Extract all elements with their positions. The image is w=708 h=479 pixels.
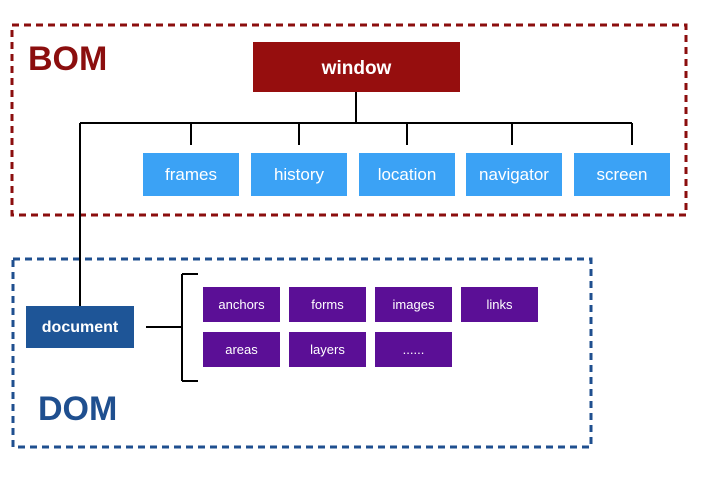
- more-box: [375, 332, 452, 367]
- forms-label: forms: [311, 297, 344, 312]
- history-box: [251, 153, 347, 196]
- window-label: window: [321, 58, 392, 79]
- bom-region-border: [10, 23, 688, 217]
- navigator-box: [466, 153, 562, 196]
- document-node: document: [26, 306, 134, 348]
- history-label: history: [274, 165, 325, 184]
- areas-label: areas: [225, 342, 258, 357]
- bom-children: frames history location navigator screen: [143, 153, 670, 196]
- dom-child-images: images: [375, 287, 452, 322]
- dom-label: DOM: [38, 390, 117, 428]
- frames-box: [143, 153, 239, 196]
- layers-label: layers: [310, 342, 345, 357]
- images-label: images: [393, 297, 435, 312]
- window-node: window: [253, 42, 460, 92]
- document-label: document: [42, 319, 119, 336]
- document-box: [26, 306, 134, 348]
- links-box: [461, 287, 538, 322]
- location-label: location: [378, 165, 437, 184]
- window-box: [253, 42, 460, 92]
- navigator-label: navigator: [479, 165, 549, 184]
- dom-child-forms: forms: [289, 287, 366, 322]
- dom-region-border: [11, 257, 593, 449]
- layers-box: [289, 332, 366, 367]
- links-label: links: [486, 297, 513, 312]
- areas-box: [203, 332, 280, 367]
- bom-child-navigator: navigator: [466, 153, 562, 196]
- images-box: [375, 287, 452, 322]
- dom-children: anchors forms images links areas layers …: [203, 287, 538, 367]
- dom-child-links: links: [461, 287, 538, 322]
- forms-box: [289, 287, 366, 322]
- anchors-box: [203, 287, 280, 322]
- dom-child-layers: layers: [289, 332, 366, 367]
- bom-label: BOM: [28, 40, 107, 78]
- frames-label: frames: [165, 165, 217, 184]
- connectors: [79, 92, 633, 382]
- location-box: [359, 153, 455, 196]
- more-label: ......: [403, 342, 425, 357]
- bom-child-frames: frames: [143, 153, 239, 196]
- screen-label: screen: [596, 165, 647, 184]
- anchors-label: anchors: [218, 297, 265, 312]
- bom-child-screen: screen: [574, 153, 670, 196]
- bom-child-location: location: [359, 153, 455, 196]
- screen-box: [574, 153, 670, 196]
- dom-child-areas: areas: [203, 332, 280, 367]
- bom-child-history: history: [251, 153, 347, 196]
- dom-child-more: ......: [375, 332, 452, 367]
- dom-child-anchors: anchors: [203, 287, 280, 322]
